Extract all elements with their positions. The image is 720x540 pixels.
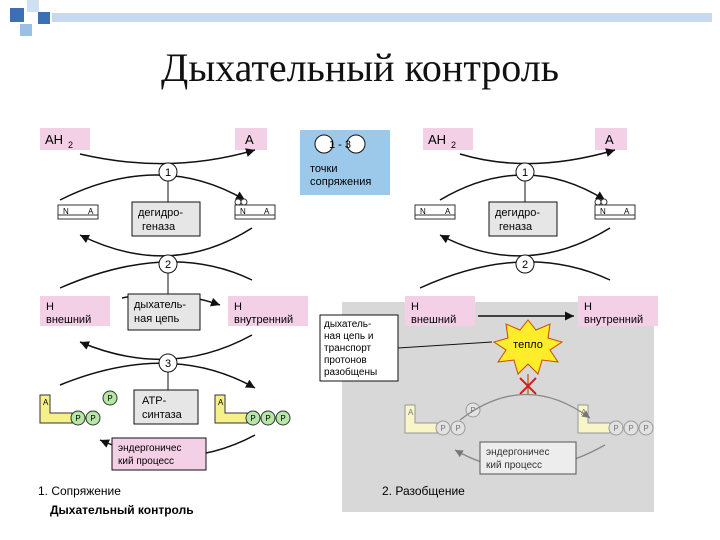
decorative-square xyxy=(10,8,24,22)
decorative-bar xyxy=(52,13,712,22)
p2-adp-a: A xyxy=(408,408,414,417)
p2-adp-p1: P xyxy=(440,424,445,433)
p2-uncoupled-l2: ная цепь и xyxy=(324,331,373,342)
p2-substrate-sub: 2 xyxy=(451,140,456,150)
p2-h-in-symbol: H xyxy=(584,301,592,313)
p1-subcaption: Дыхательный контроль xyxy=(50,503,194,517)
p1-n-left: N xyxy=(63,207,69,216)
p1-pi: P xyxy=(107,394,112,403)
p2-n-right: N xyxy=(600,207,606,216)
decorative-square xyxy=(27,0,39,12)
uncoupling-panel: AH 2 A 1 N A N A дегидро- геназа 2 H вне… xyxy=(319,128,658,498)
p1-synthase-l1: ATP- xyxy=(142,395,167,407)
p2-a-right: A xyxy=(624,207,630,216)
p1-chain-l2: ная цепь xyxy=(134,313,179,325)
p2-atp-p2: P xyxy=(628,424,633,433)
p2-h-out-symbol: H xyxy=(411,301,419,313)
p2-uncoupled-l1: дыхатель- xyxy=(324,319,371,330)
legend-text-line2: сопряжения xyxy=(310,176,371,188)
p1-atp-p1: P xyxy=(250,414,255,423)
p1-adp-p1: P xyxy=(75,414,80,423)
p2-endergonic-l1: эндергоничес xyxy=(486,447,549,458)
p1-adp-a: A xyxy=(43,398,49,407)
p2-atp-p1: P xyxy=(613,424,618,433)
p1-endergonic-l2: кий процесс xyxy=(118,456,174,467)
p1-h-in: внутренний xyxy=(234,314,293,326)
p2-substrate: AH xyxy=(428,132,446,147)
p1-h-in-symbol: H xyxy=(234,301,242,313)
decorative-square xyxy=(38,12,50,24)
p2-h-in: внутренний xyxy=(584,314,643,326)
slide-title: Дыхательный контроль xyxy=(161,45,559,90)
p1-endergonic-l1: эндергоничес xyxy=(118,443,181,454)
p1-substrate: AH xyxy=(45,132,63,147)
p1-n-right: N xyxy=(240,207,246,216)
p2-point-1: 1 xyxy=(522,167,528,179)
p2-point-2: 2 xyxy=(522,259,528,271)
p2-caption: 2. Разобщение xyxy=(382,484,465,498)
p2-heat: тепло xyxy=(513,339,543,351)
p1-h-out: внешний xyxy=(46,314,91,326)
legend-coupling-points: 1 - 3 точки сопряжения xyxy=(300,130,390,195)
p1-point-1: 1 xyxy=(165,167,171,179)
p2-h-out: внешний xyxy=(411,314,456,326)
p1-enzyme-l1: дегидро- xyxy=(138,207,183,219)
decorative-square xyxy=(20,24,32,36)
p2-enzyme-l2: геназа xyxy=(499,221,533,233)
p1-caption: 1. Сопряжение xyxy=(38,484,121,498)
p1-a-right: A xyxy=(264,207,270,216)
p2-uncoupled-l4: протонов xyxy=(324,355,367,366)
p1-atp-a: A xyxy=(218,398,224,407)
coupling-panel: AH 2 A 1 N A N A дегидро- геназа 2 H вне… xyxy=(38,128,308,517)
p2-enzyme-l1: дегидро- xyxy=(495,207,540,219)
p2-product: A xyxy=(605,132,614,147)
legend-numbers: 1 - 3 xyxy=(329,139,351,151)
p2-a-left: A xyxy=(445,207,451,216)
p1-h-out-symbol: H xyxy=(46,301,54,313)
p2-endergonic-l2: кий процесс xyxy=(486,460,542,471)
p1-atp-p2: P xyxy=(265,414,270,423)
p2-uncoupled-l3: транспорт xyxy=(324,343,372,354)
p2-adp-p2: P xyxy=(455,424,460,433)
p1-atp-p3: P xyxy=(280,414,285,423)
respiratory-control-figure: 1 - 3 точки сопряжения AH 2 A 1 N A N A … xyxy=(30,120,660,530)
p1-a-left: A xyxy=(88,207,94,216)
p1-adp-p2: P xyxy=(90,414,95,423)
p2-atp-p3: P xyxy=(643,424,648,433)
legend-text-line1: точки xyxy=(310,163,337,175)
p1-point-3: 3 xyxy=(165,358,171,370)
p1-chain-l1: дыхатель- xyxy=(134,299,186,311)
p1-product: A xyxy=(245,132,254,147)
p1-substrate-sub: 2 xyxy=(68,140,73,150)
p1-enzyme-l2: геназа xyxy=(142,221,176,233)
p1-point-2: 2 xyxy=(165,259,171,271)
p1-synthase-l2: синтаза xyxy=(142,409,183,421)
p2-uncoupled-l5: разобщены xyxy=(324,366,377,378)
p2-n-left: N xyxy=(420,207,426,216)
